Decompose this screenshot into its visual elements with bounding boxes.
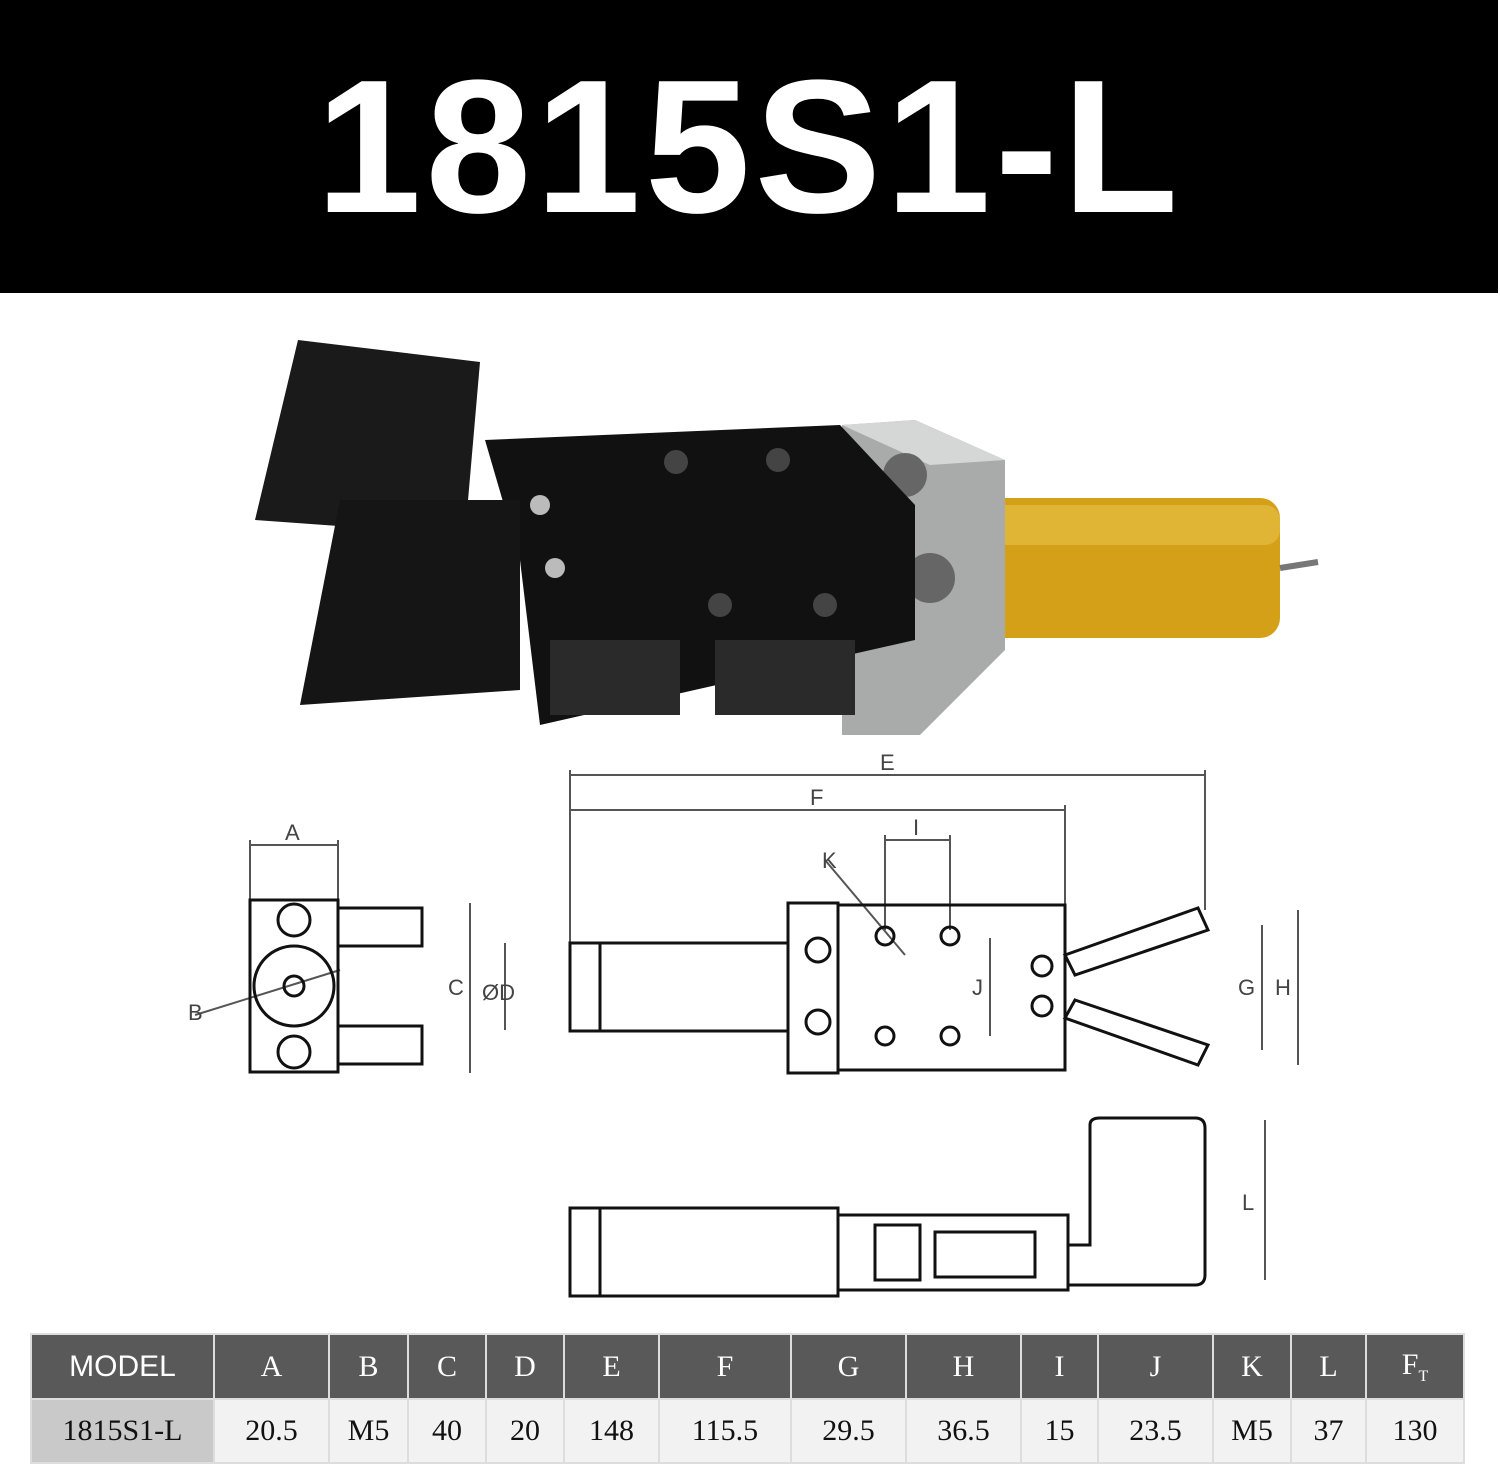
label-i: I	[913, 815, 919, 840]
top-view-drawing	[568, 901, 1211, 1075]
header-cell: C	[407, 1333, 487, 1400]
cell-l: 37	[1290, 1398, 1367, 1464]
spec-table: MODEL A B C D E F G H I J K L FT 1815S1-…	[30, 1333, 1465, 1464]
title-banner: 1815S1-L	[0, 0, 1498, 293]
cell-d: 20	[485, 1398, 565, 1464]
cell-h: 36.5	[905, 1398, 1022, 1464]
header-cell: FT	[1365, 1333, 1465, 1400]
end-view-drawing	[248, 898, 424, 1074]
header-cell: D	[485, 1333, 565, 1400]
header-cell: B	[328, 1333, 409, 1400]
cell-model: 1815S1-L	[30, 1398, 215, 1464]
cell-f: 115.5	[658, 1398, 792, 1464]
label-g: G	[1238, 975, 1255, 1000]
table-header-row: MODEL A B C D E F G H I J K L FT	[30, 1333, 1465, 1400]
header-cell: H	[905, 1333, 1022, 1400]
label-j: J	[972, 975, 983, 1000]
cell-j: 23.5	[1097, 1398, 1214, 1464]
header-cell: K	[1212, 1333, 1292, 1400]
header-cell: L	[1290, 1333, 1367, 1400]
side-view-drawing	[568, 1116, 1207, 1298]
cell-i: 15	[1020, 1398, 1099, 1464]
label-l: L	[1242, 1190, 1254, 1215]
header-cell: I	[1020, 1333, 1099, 1400]
cell-g: 29.5	[790, 1398, 907, 1464]
dimension-labels: E F I K A B C ØD J G H L	[188, 750, 1291, 1215]
label-h: H	[1275, 975, 1291, 1000]
header-cell: G	[790, 1333, 907, 1400]
label-b: B	[188, 1000, 203, 1025]
label-f: F	[810, 785, 823, 810]
header-ft-label: F	[1401, 1347, 1419, 1381]
header-cell: A	[213, 1333, 330, 1400]
cell-k: M5	[1212, 1398, 1292, 1464]
label-k: K	[822, 848, 837, 873]
dimension-lines	[194, 770, 1299, 1280]
label-c: C	[448, 975, 464, 1000]
cell-e: 148	[563, 1398, 660, 1464]
header-cell: MODEL	[30, 1333, 215, 1400]
product-illustration: E F I K A B C ØD J G H L	[188, 340, 1319, 1298]
product-photo	[255, 340, 1319, 735]
header-cell: F	[658, 1333, 792, 1400]
header-cell: J	[1097, 1333, 1214, 1400]
table-row: 1815S1-L 20.5 M5 40 20 148 115.5 29.5 36…	[30, 1398, 1465, 1464]
label-a: A	[285, 820, 300, 845]
cell-ft: 130	[1365, 1398, 1465, 1464]
cell-c: 40	[407, 1398, 487, 1464]
label-e: E	[880, 750, 895, 775]
header-cell: E	[563, 1333, 660, 1400]
cell-b: M5	[328, 1398, 409, 1464]
cell-a: 20.5	[213, 1398, 330, 1464]
header-ft-subscript: T	[1418, 1367, 1429, 1385]
product-title: 1815S1-L	[315, 40, 1183, 253]
label-d: ØD	[482, 980, 515, 1005]
